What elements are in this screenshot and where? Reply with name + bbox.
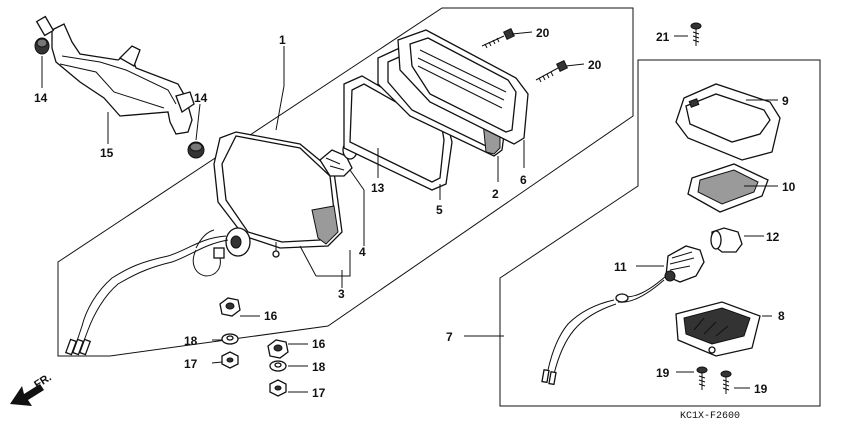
- callout-8: 8: [778, 309, 785, 323]
- washer-upper[interactable]: [221, 333, 239, 345]
- license-light-group-outline: [499, 59, 821, 407]
- callout-16-upper: 16: [264, 309, 278, 323]
- screw-19-right[interactable]: [720, 370, 732, 394]
- housing-grommet: [225, 227, 251, 257]
- license-gasket[interactable]: [687, 163, 769, 213]
- nut-small-upper[interactable]: [221, 351, 239, 369]
- screw-upper[interactable]: [481, 28, 515, 49]
- callout-11: 11: [614, 260, 627, 274]
- diagram-code: KC1X-F2600: [680, 411, 740, 422]
- rubber-cushion-left[interactable]: [34, 37, 50, 55]
- callout-10: 10: [782, 180, 796, 194]
- callout-20-upper: 20: [536, 26, 550, 40]
- rubber-cushion-right[interactable]: [187, 141, 205, 159]
- callout-13: 13: [371, 181, 385, 195]
- light-housing[interactable]: [213, 131, 343, 258]
- callout-16-lower: 16: [312, 337, 326, 351]
- callout-17-lower: 17: [312, 386, 326, 400]
- callout-18-upper: 18: [184, 334, 198, 348]
- screw-lower[interactable]: [535, 60, 568, 83]
- callout-9: 9: [782, 94, 789, 108]
- callout-1: 1: [279, 33, 286, 47]
- callout-5: 5: [436, 203, 443, 217]
- callout-6: 6: [520, 173, 527, 187]
- callout-14-right: 14: [194, 91, 208, 105]
- screw-21[interactable]: [690, 22, 702, 46]
- nut-lower[interactable]: [267, 339, 289, 359]
- nut-small-lower[interactable]: [269, 379, 287, 397]
- license-lens[interactable]: [675, 83, 781, 161]
- callout-4: 4: [359, 245, 366, 259]
- tail-lens[interactable]: [397, 29, 529, 145]
- license-wire-harness: [541, 275, 667, 386]
- callout-7: 7: [446, 330, 453, 344]
- license-socket[interactable]: [664, 245, 705, 283]
- callout-21: 21: [656, 30, 670, 44]
- leader-lines: [41, 31, 778, 393]
- tail-light-wire-harness: [64, 229, 229, 356]
- callout-17-upper: 17: [184, 357, 198, 371]
- callout-18-lower: 18: [312, 360, 326, 374]
- callout-20-lower: 20: [588, 58, 602, 72]
- license-light-base[interactable]: [675, 301, 761, 357]
- light-bracket[interactable]: [35, 15, 195, 135]
- callout-14-left: 14: [34, 91, 48, 105]
- front-direction-arrow-icon: [10, 384, 44, 406]
- nut-upper[interactable]: [219, 297, 241, 317]
- washer-lower[interactable]: [269, 360, 287, 372]
- screw-19-left[interactable]: [696, 366, 708, 390]
- lens-packing[interactable]: [343, 75, 453, 191]
- license-bulb[interactable]: [710, 227, 743, 253]
- callout-15: 15: [100, 146, 114, 160]
- tail-light-group-outline: [57, 7, 634, 357]
- callout-19-right: 19: [754, 382, 768, 396]
- callout-19-left: 19: [656, 366, 670, 380]
- callout-2: 2: [492, 187, 499, 201]
- callout-12: 12: [766, 230, 780, 244]
- callout-3: 3: [338, 287, 345, 301]
